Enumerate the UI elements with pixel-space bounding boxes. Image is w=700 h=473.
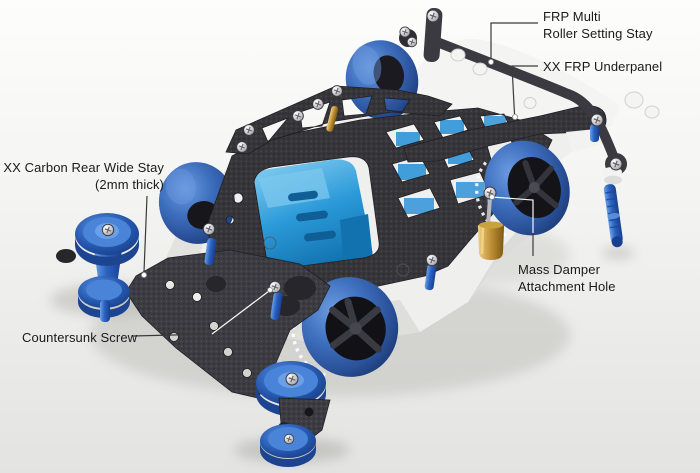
callout-line: XX Carbon Rear Wide Stay bbox=[3, 160, 164, 175]
callout-line: Mass Damper bbox=[518, 262, 601, 277]
disc-roller-bottom bbox=[256, 361, 331, 467]
callout-line: Roller Setting Stay bbox=[543, 26, 653, 41]
leader-underpanel bbox=[511, 65, 538, 115]
callout-xx-carbon-rear-wide-stay: XX Carbon Rear Wide Stay (2mm thick) bbox=[0, 159, 164, 193]
leader-countersunk-lower bbox=[132, 333, 213, 337]
callout-frp-multi-roller-setting-stay: FRP Multi Roller Setting Stay bbox=[543, 8, 653, 42]
callout-line: Attachment Hole bbox=[518, 279, 616, 294]
callout-line: XX FRP Underpanel bbox=[543, 59, 663, 74]
callout-leader-lines bbox=[132, 22, 538, 337]
wheel-front-right bbox=[475, 140, 570, 239]
callout-countersunk-screw: Countersunk Screw bbox=[22, 329, 137, 346]
mass-damper bbox=[477, 195, 505, 260]
wheel-front-left bbox=[345, 40, 419, 120]
blue-posts bbox=[204, 124, 599, 321]
callout-xx-frp-underpanel: XX FRP Underpanel bbox=[543, 58, 662, 75]
callout-line: Countersunk Screw bbox=[22, 330, 138, 345]
tire-lettering bbox=[291, 297, 326, 377]
brass-pin bbox=[326, 106, 339, 132]
threaded-post bbox=[602, 167, 623, 248]
callout-mass-damper-attachment-hole: Mass Damper Attachment Hole bbox=[518, 261, 616, 295]
callout-line: FRP Multi bbox=[543, 9, 601, 24]
drivetrain-parts bbox=[56, 249, 316, 316]
leader-frp-multi bbox=[490, 22, 538, 59]
leader-rear-stay bbox=[143, 195, 148, 273]
underpanel-front-band bbox=[225, 85, 453, 155]
wheel-rear-right bbox=[291, 277, 399, 377]
callout-line: (2mm thick) bbox=[95, 177, 164, 192]
leader-countersunk-upper bbox=[211, 290, 270, 335]
white-standoffs bbox=[450, 48, 660, 119]
leader-mass-damper-upper bbox=[491, 196, 534, 233]
